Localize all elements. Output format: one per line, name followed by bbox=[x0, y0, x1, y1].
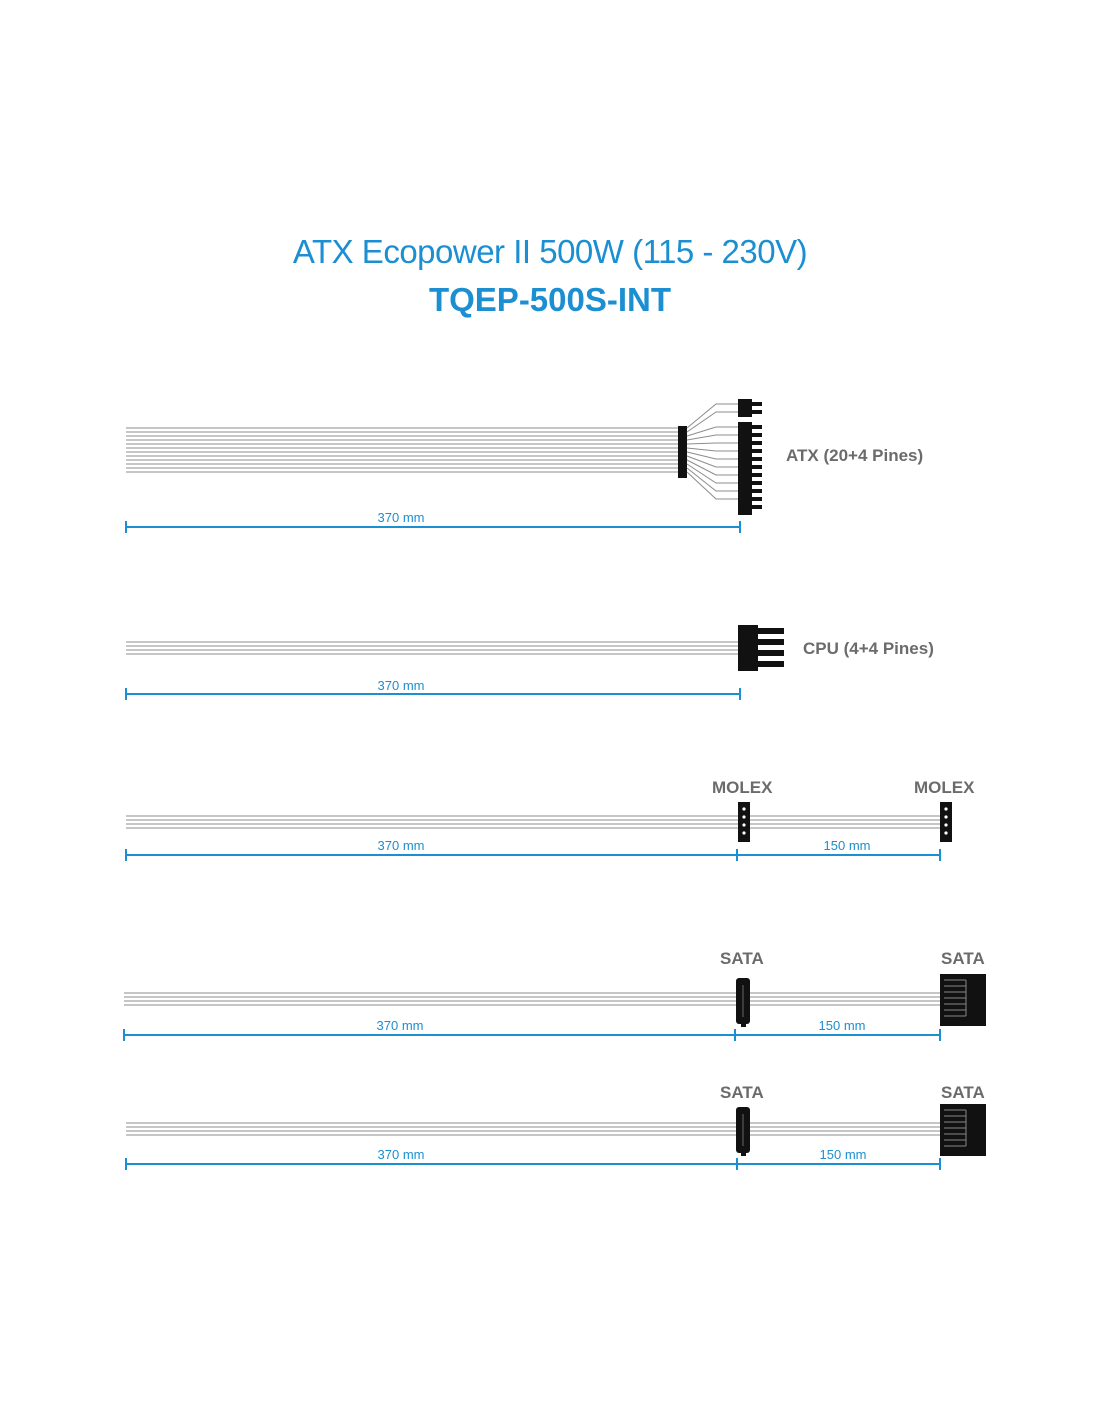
molex-length-1-label: 370 mm bbox=[377, 838, 425, 853]
cable-sata-1 bbox=[123, 974, 986, 1041]
cable-sata-2 bbox=[125, 1104, 986, 1170]
cpu-length-label: 370 mm bbox=[377, 678, 425, 693]
molex-connector-1 bbox=[738, 802, 750, 842]
page-title: ATX Ecopower II 500W (115 - 230V) bbox=[292, 233, 808, 270]
sata1-inline-connector bbox=[736, 978, 750, 1027]
atx-dimension-line bbox=[125, 521, 741, 533]
cable-atx bbox=[125, 399, 762, 533]
sata2-connector-2-label: SATA bbox=[941, 1083, 985, 1102]
cable-molex bbox=[125, 802, 952, 861]
sata2-wire-bundle bbox=[126, 1122, 940, 1136]
atx-connector-label: ATX (20+4 Pines) bbox=[786, 446, 924, 465]
cable-cpu bbox=[125, 625, 784, 700]
cpu-wire-bundle bbox=[126, 641, 738, 655]
molex-dimension-line bbox=[125, 849, 941, 861]
sata2-inline-connector bbox=[736, 1107, 750, 1156]
atx-4pin-connector bbox=[738, 399, 762, 417]
header: ATX Ecopower II 500W (115 - 230V) TQEP-5… bbox=[0, 232, 1100, 320]
molex-wire-bundle bbox=[126, 815, 940, 829]
molex-connector-2-label: MOLEX bbox=[914, 778, 975, 797]
atx-length-label: 370 mm bbox=[377, 510, 425, 525]
sata1-connector-2-label: SATA bbox=[941, 949, 985, 968]
molex-connector-2 bbox=[940, 802, 952, 842]
sata2-length-2-label: 150 mm bbox=[819, 1147, 867, 1162]
sata2-end-connector bbox=[940, 1104, 986, 1156]
atx-wire-bundle bbox=[126, 427, 678, 473]
sata2-connector-1-label: SATA bbox=[720, 1083, 764, 1102]
sata2-length-1-label: 370 mm bbox=[377, 1147, 425, 1162]
cpu-connector-label: CPU (4+4 Pines) bbox=[803, 639, 934, 658]
sata1-length-2-label: 150 mm bbox=[818, 1018, 866, 1033]
model-number: TQEP-500S-INT bbox=[428, 281, 672, 318]
sata1-end-connector bbox=[940, 974, 986, 1026]
atx-fanout-wires bbox=[686, 403, 738, 500]
sata2-dimension-line bbox=[125, 1158, 941, 1170]
molex-connector-1-label: MOLEX bbox=[712, 778, 773, 797]
cpu-connector bbox=[738, 625, 784, 671]
molex-length-2-label: 150 mm bbox=[823, 838, 871, 853]
sata1-length-1-label: 370 mm bbox=[376, 1018, 424, 1033]
sata1-connector-1-label: SATA bbox=[720, 949, 764, 968]
sata1-dimension-line bbox=[123, 1029, 941, 1041]
atx-wire-clamp bbox=[678, 426, 687, 478]
atx-20pin-connector bbox=[738, 422, 762, 515]
sata1-wire-bundle bbox=[124, 992, 940, 1006]
cpu-dimension-line bbox=[125, 688, 741, 700]
